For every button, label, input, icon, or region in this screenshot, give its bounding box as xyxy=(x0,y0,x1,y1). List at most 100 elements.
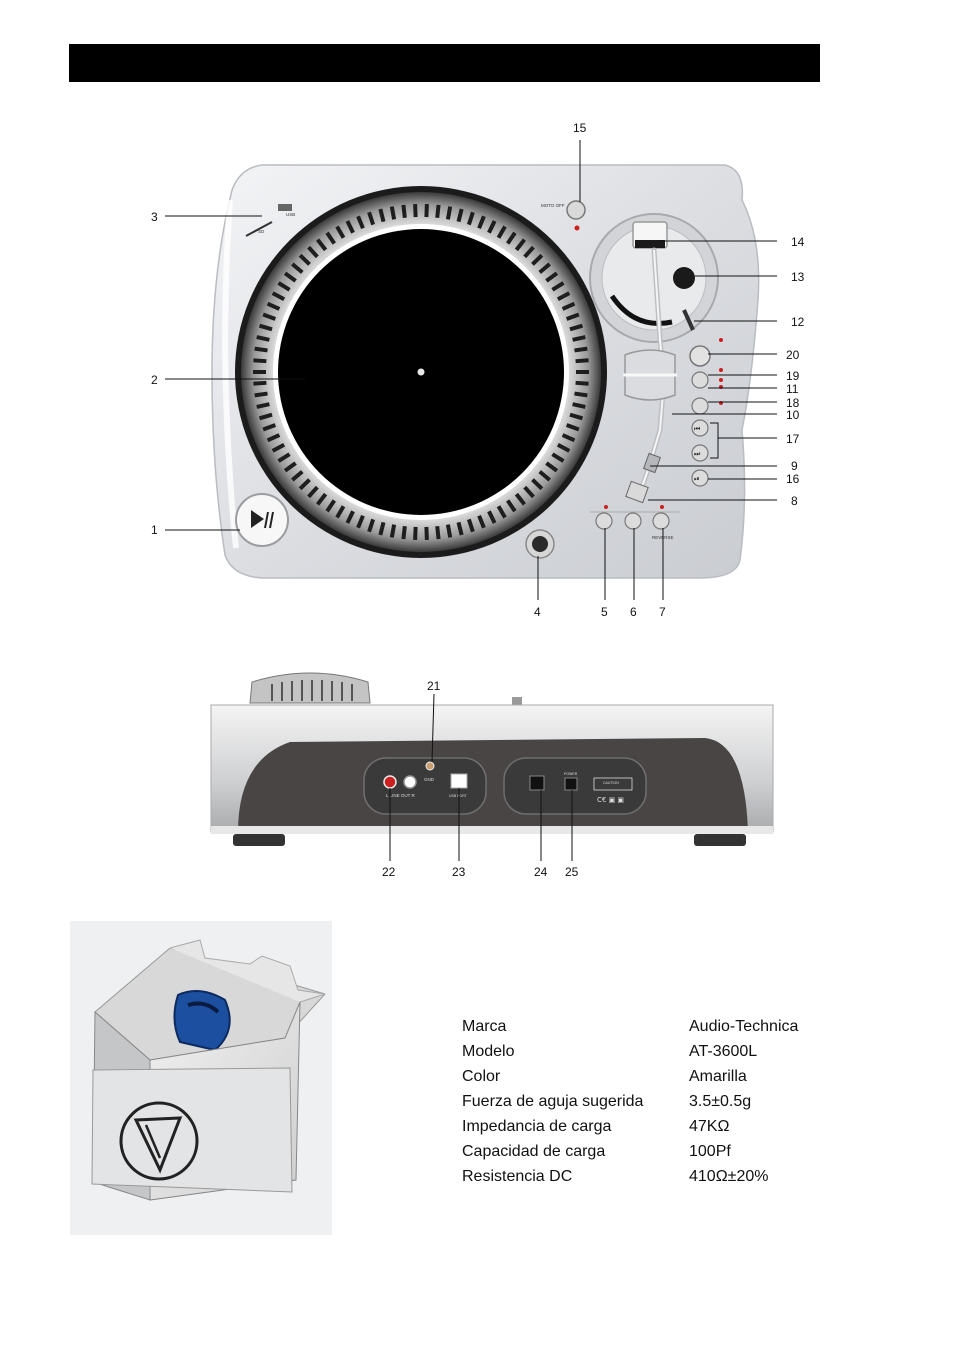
callout-4: 4 xyxy=(534,605,541,619)
strobe-dot xyxy=(298,253,311,266)
audio-technica-logo-icon xyxy=(119,1101,199,1181)
strobe-dot xyxy=(291,470,304,482)
height-adjust-knob xyxy=(673,267,695,289)
strobe-dot xyxy=(271,291,286,301)
next-button xyxy=(691,444,709,462)
play-pause-button xyxy=(691,469,709,487)
strobe-dot xyxy=(291,262,304,274)
foot-right xyxy=(694,834,746,846)
strobe-dot xyxy=(556,291,571,301)
strobe-dot xyxy=(572,402,586,409)
strobe-dot xyxy=(266,301,281,311)
strobe-dot xyxy=(556,443,571,453)
strobe-dot xyxy=(356,215,365,230)
strobe-dot xyxy=(307,245,319,259)
strobe-dot xyxy=(315,238,328,252)
strobe-dot xyxy=(551,281,565,292)
strobe-dot xyxy=(335,505,346,519)
strobe-dot xyxy=(254,391,268,398)
callout-17: 17 xyxy=(786,432,800,446)
ce-mark-icon: C€ ▣ ▣ xyxy=(597,796,624,804)
callout-21: 21 xyxy=(427,679,441,693)
strobe-dot xyxy=(487,220,497,234)
spec-row: Color Amarilla xyxy=(462,1064,798,1089)
strobe-dot xyxy=(258,412,273,421)
power-label: POWER xyxy=(564,772,578,776)
callout-1: 1 xyxy=(151,523,158,537)
strobe-dot xyxy=(466,518,475,533)
strobe-dot xyxy=(487,510,497,524)
strobe-dot xyxy=(389,206,397,220)
strobe-dot xyxy=(531,253,544,266)
strobe-dot xyxy=(307,485,319,499)
callout-15: 15 xyxy=(573,121,587,135)
callout-10: 10 xyxy=(786,408,800,422)
button-6 xyxy=(624,512,642,530)
rca-right-jack xyxy=(383,775,397,789)
strobe-dot xyxy=(572,335,586,342)
strobe-dot xyxy=(277,281,291,292)
strobe-dot xyxy=(262,312,277,321)
strobe-dot xyxy=(456,208,464,223)
pitch-knob xyxy=(689,345,711,367)
button-5 xyxy=(595,512,613,530)
strobe-dot xyxy=(389,524,397,538)
stylus-assembly xyxy=(173,990,231,1052)
strobe-dot xyxy=(545,271,559,283)
strobe-dot xyxy=(538,262,551,274)
strobe-dot xyxy=(575,358,589,364)
strobe-dot xyxy=(345,510,355,524)
top-view-diagram: USB SD MOTO OFF xyxy=(151,121,805,619)
spec-value: Amarilla xyxy=(689,1067,747,1085)
spec-key: Modelo xyxy=(462,1042,515,1060)
strobe-dot xyxy=(266,433,281,443)
callout-2: 2 xyxy=(151,373,158,387)
callout-14: 14 xyxy=(791,235,805,249)
strobe-dot xyxy=(262,423,277,432)
strobe-dot xyxy=(378,208,386,223)
power-inlet xyxy=(529,775,545,791)
strobe-dot xyxy=(569,412,584,421)
strobe-dot xyxy=(496,225,507,239)
strobe-dot xyxy=(551,452,565,463)
strobe-dot xyxy=(531,478,544,491)
strobe-dot xyxy=(256,335,270,342)
foot-left xyxy=(233,834,285,846)
spec-key: Color xyxy=(462,1067,501,1085)
button-18 xyxy=(691,397,709,415)
strobe-dot xyxy=(401,525,407,540)
button-19 xyxy=(691,371,709,389)
reverse-button xyxy=(652,512,670,530)
line-out-label: L LINE OUT R xyxy=(386,793,416,798)
usb-port xyxy=(450,773,468,789)
strobe-dot xyxy=(477,215,486,230)
spec-value: 410Ω±20% xyxy=(689,1167,769,1185)
strobe-dot xyxy=(253,380,267,386)
callout-23: 23 xyxy=(452,865,466,879)
spec-key: Impedancia de carga xyxy=(462,1117,612,1135)
strobe-dot xyxy=(258,323,273,332)
strobe-dot xyxy=(574,391,588,398)
play-pause-icon xyxy=(251,510,264,528)
strobe-dot xyxy=(345,220,355,234)
strobe-dot xyxy=(356,514,365,529)
strobe-dot xyxy=(561,301,576,311)
callout-12: 12 xyxy=(791,315,805,329)
callout-24: 24 xyxy=(534,865,548,879)
callout-19: 19 xyxy=(786,369,800,383)
play-pause-small-icon: ⏯ xyxy=(694,475,700,483)
spec-key: Fuerza de aguja sugerida xyxy=(462,1092,644,1110)
platter-edge xyxy=(249,672,371,704)
spindle xyxy=(417,368,425,376)
strobe-dot xyxy=(378,521,386,536)
cartridge-photo xyxy=(70,921,332,1235)
anti-skate-dial xyxy=(609,294,673,326)
callout-22: 22 xyxy=(382,865,396,879)
callout-7: 7 xyxy=(659,605,666,619)
callout-13: 13 xyxy=(791,270,805,284)
usb-slot-icon xyxy=(278,204,292,211)
sd-label: SD xyxy=(258,229,265,234)
